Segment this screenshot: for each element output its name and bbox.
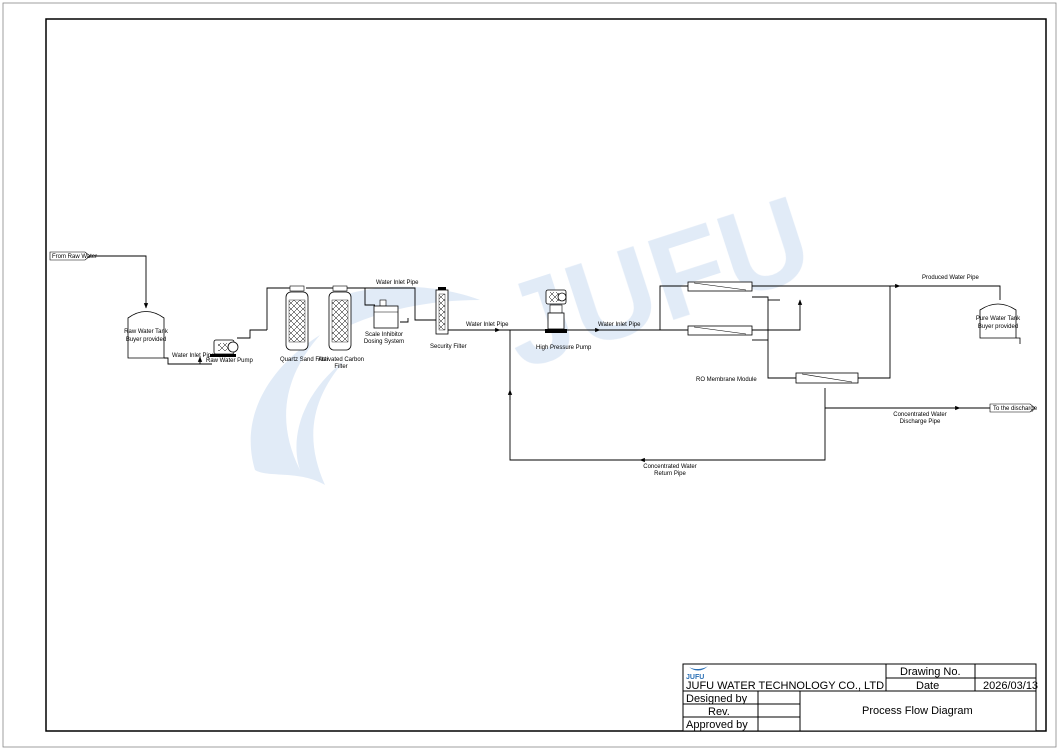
scale-inhibitor-dosing-system: Water Inlet Pipe Scale Inhibitor Dosing …	[364, 280, 419, 345]
ro-membrane-module: RO Membrane Module	[687, 281, 859, 384]
raw-water-pump: Raw Water Pump	[206, 339, 253, 364]
raw-tank-label-2: Buyer provided	[126, 337, 166, 343]
ro-membrane-3	[795, 372, 859, 384]
raw-water-tank: Raw Water Tank Buyer provided	[124, 311, 169, 359]
conc-return-label-2: Return Pipe	[654, 471, 686, 477]
high-pressure-pump-label: High Pressure Pump	[536, 345, 592, 351]
water-inlet-pipe-label-4: Water Inlet Pipe	[598, 322, 641, 328]
logo-swoosh-icon	[688, 666, 708, 671]
to-discharge-label: To the discharge	[993, 406, 1038, 412]
ro-membrane-label: RO Membrane Module	[696, 377, 757, 383]
water-inlet-pipe-label-3: Water Inlet Pipe	[466, 322, 509, 328]
quartz-sand-filter-label: Quartz Sand Filter	[280, 357, 329, 363]
raw-tank-label-1: Raw Water Tank	[124, 329, 169, 335]
logo-text: JUFU	[686, 674, 704, 681]
designed-by-label: Designed by	[686, 693, 748, 705]
activated-carbon-label-1: Activated Carbon	[318, 357, 364, 363]
pure-water-tank: Pure Water Tank Buyer provided	[976, 303, 1021, 344]
piping	[90, 255, 1001, 463]
to-discharge-tag: To the discharge	[989, 403, 1038, 413]
scale-inhibitor-label-2: Dosing System	[364, 339, 404, 345]
raw-water-pump-label: Raw Water Pump	[206, 358, 253, 364]
company-name: JUFU WATER TECHNOLOGY CO., LTD	[686, 680, 884, 692]
inner-frame	[45, 18, 1047, 732]
high-pressure-pump: High Pressure Pump	[536, 289, 592, 351]
watermark-swoosh-icon-2	[330, 286, 480, 330]
scale-inhibitor-label-1: Scale Inhibitor	[365, 332, 403, 338]
pure-tank-label-2: Buyer provided	[978, 324, 1018, 330]
from-raw-water-label: From Raw Water	[52, 254, 97, 260]
pure-tank-label-1: Pure Water Tank	[976, 316, 1021, 322]
security-filter-label: Security Filter	[430, 344, 467, 350]
from-raw-water-tag: From Raw Water	[49, 251, 97, 261]
produced-water-pipe-label: Produced Water Pipe	[922, 275, 979, 281]
approved-by-label: Approved by	[686, 719, 748, 731]
water-inlet-pipe-label-2: Water Inlet Pipe	[376, 280, 419, 286]
ro-membrane-2	[687, 325, 753, 336]
conc-discharge-label-1: Concentrated Water	[893, 412, 946, 418]
date-label: Date	[916, 680, 939, 692]
ro-membrane-1	[687, 281, 753, 292]
water-inlet-pipe-label-1: Water Inlet Pipe	[172, 353, 215, 359]
title-block	[682, 663, 1037, 732]
drawing-title: Process Flow Diagram	[862, 705, 973, 717]
conc-return-label-1: Concentrated Water	[643, 464, 696, 470]
watermark-swoosh-icon	[250, 335, 345, 485]
activated-carbon-filter: Activated Carbon Filter	[318, 285, 364, 370]
watermark-text: JUFU	[487, 170, 826, 394]
drawing-no-label: Drawing No.	[900, 666, 961, 678]
security-filter: Security Filter	[430, 287, 467, 350]
activated-carbon-label-2: Filter	[334, 364, 347, 370]
date-value: 2026/03/13	[983, 680, 1038, 692]
quartz-sand-filter: Quartz Sand Filter	[280, 285, 329, 363]
rev-label: Rev.	[708, 706, 730, 718]
conc-discharge-label-2: Discharge Pipe	[900, 419, 941, 425]
company-logo: JUFU	[686, 666, 708, 681]
